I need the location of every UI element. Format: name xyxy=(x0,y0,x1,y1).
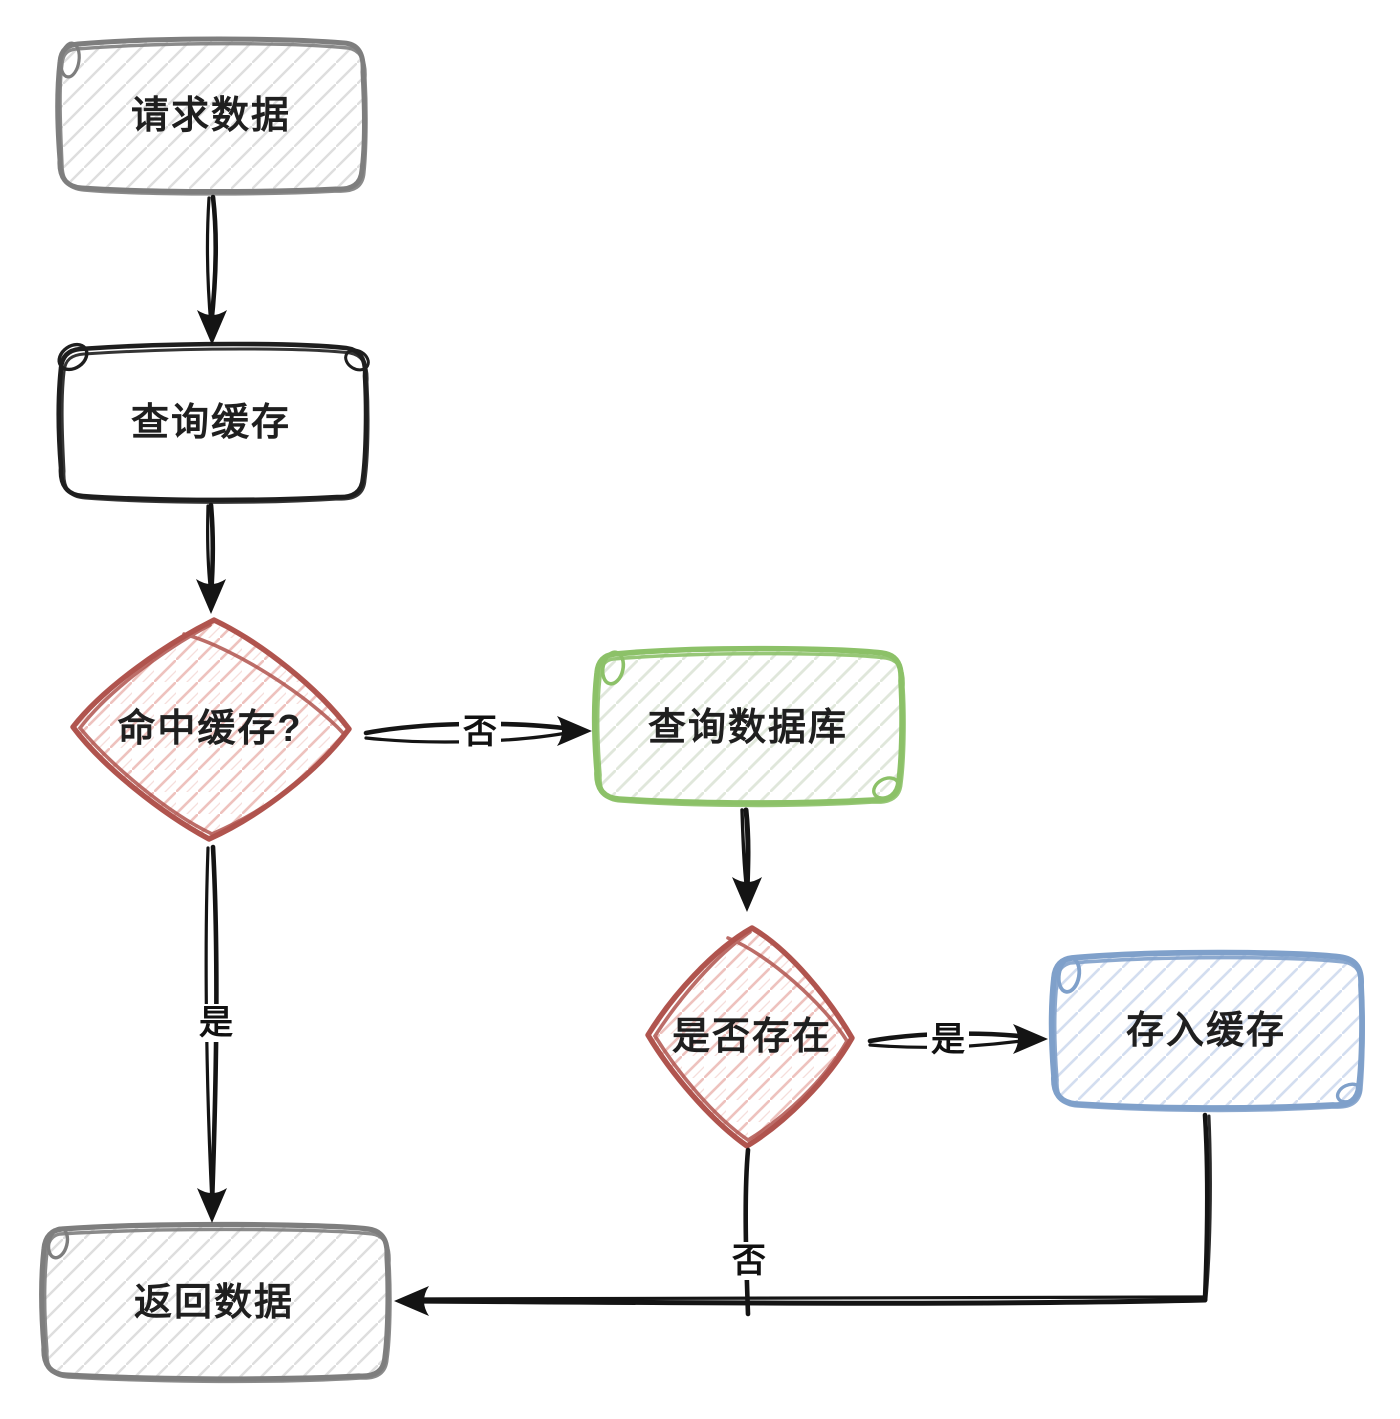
edge-label-yes-exists: 是 xyxy=(927,1021,969,1059)
node-return-data-label: 返回数据 xyxy=(133,1282,295,1324)
node-exists-label: 是否存在 xyxy=(671,1016,833,1058)
edge-store-cache-to-return-data xyxy=(394,1112,1212,1316)
node-exists-shape xyxy=(645,925,855,1149)
node-query-cache-label: 查询缓存 xyxy=(130,402,292,444)
edge-request-to-query-cache xyxy=(197,194,227,345)
node-query-cache-shape xyxy=(56,341,370,504)
edge-query-database-to-exists xyxy=(732,807,762,912)
edge-label-no-exists: 否 xyxy=(728,1242,770,1280)
edge-exists-to-junction xyxy=(743,1147,751,1317)
edge-label-no-cache-hit: 否 xyxy=(459,713,501,751)
node-request-data-shape xyxy=(55,36,368,196)
node-request-data-label: 请求数据 xyxy=(130,95,292,137)
node-return-data-shape xyxy=(39,1221,392,1384)
edge-query-cache-to-cache-hit xyxy=(196,502,226,614)
node-cache-hit-shape xyxy=(70,617,352,842)
node-query-database-label: 查询数据库 xyxy=(647,707,849,749)
node-store-cache-shape xyxy=(1048,949,1365,1113)
edge-label-yes-cache-hit: 是 xyxy=(195,1004,237,1042)
node-cache-hit-label: 命中缓存? xyxy=(117,708,303,750)
node-query-database-shape xyxy=(591,645,906,808)
node-store-cache-label: 存入缓存 xyxy=(1125,1010,1287,1052)
